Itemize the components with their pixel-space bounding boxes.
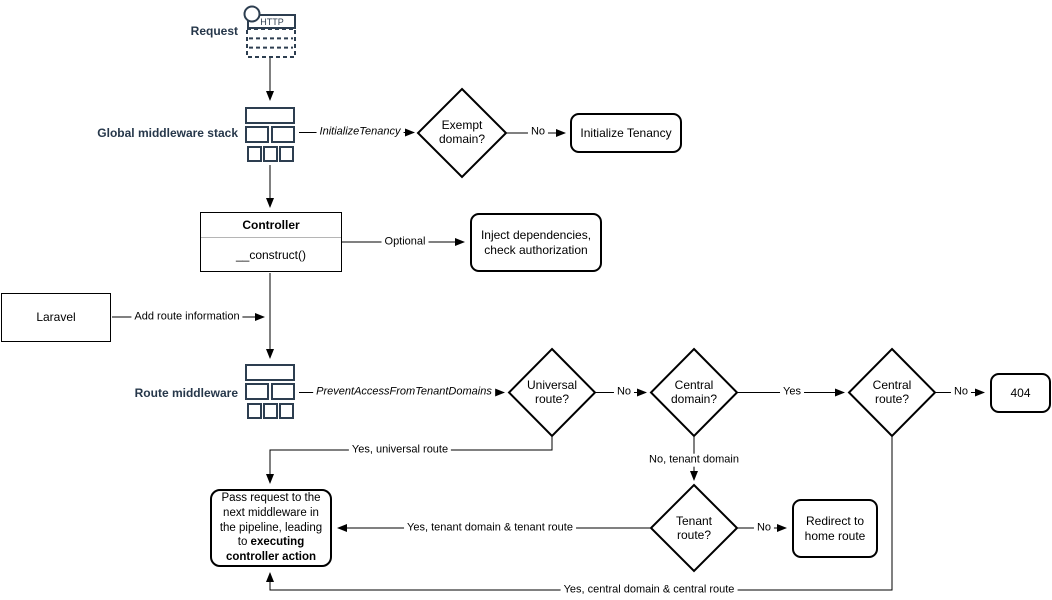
edge-label-optional: Optional bbox=[381, 235, 429, 249]
redirect-home-node: Redirect to home route bbox=[792, 499, 878, 558]
controller-method: __construct() bbox=[235, 247, 307, 262]
global-middleware-label: Global middleware stack bbox=[97, 126, 238, 140]
edge-label-add-route-information: Add route information bbox=[131, 310, 243, 324]
edge-label-yes-tenant: Yes, tenant domain & tenant route bbox=[404, 521, 576, 535]
route-middleware-stack-icon bbox=[245, 364, 295, 419]
edge-label-yes-central: Yes, central domain & central route bbox=[560, 583, 738, 597]
http-label: HTTP bbox=[260, 17, 284, 27]
404-node: 404 bbox=[990, 373, 1051, 413]
universal-route-text: Universal route? bbox=[526, 378, 577, 407]
edge-label-no-tenant-domain: No, tenant domain bbox=[646, 453, 742, 467]
edge-label-no-exempt: No bbox=[527, 125, 549, 139]
laravel-node: Laravel bbox=[1, 293, 111, 342]
inject-dependencies-node: Inject dependencies, check authorization bbox=[470, 213, 602, 272]
route-middleware-label: Route middleware bbox=[134, 386, 238, 400]
pass-request-node: Pass request to the next middleware in t… bbox=[210, 489, 332, 567]
exempt-domain-text: Exempt domain? bbox=[438, 118, 486, 147]
edge-label-no-central-route: No bbox=[950, 385, 972, 399]
initialize-tenancy-node: Initialize Tenancy bbox=[570, 113, 682, 153]
central-route-diamond bbox=[847, 347, 937, 438]
central-domain-diamond bbox=[649, 347, 739, 438]
edge-label-prevent-access: PreventAccessFromTenantDomains bbox=[313, 385, 495, 399]
pass-request-text: Pass request to the next middleware in t… bbox=[219, 491, 323, 564]
edge-label-initialize-tenancy: InitializeTenancy bbox=[316, 125, 404, 139]
request-label: Request bbox=[190, 24, 238, 38]
edge-label-no-universal: No bbox=[613, 385, 635, 399]
edge-label-yes-central-domain: Yes bbox=[780, 385, 804, 399]
edge-label-yes-universal-route: Yes, universal route bbox=[348, 443, 452, 457]
central-route-text: Central route? bbox=[872, 378, 912, 407]
exempt-domain-diamond bbox=[416, 87, 508, 179]
http-request-icon: HTTP bbox=[243, 5, 296, 58]
tenant-route-text: Tenant route? bbox=[675, 514, 713, 543]
central-domain-text: Central domain? bbox=[670, 378, 718, 407]
universal-route-diamond bbox=[507, 347, 597, 438]
edge-label-no-tenant-route: No bbox=[753, 521, 775, 535]
global-middleware-stack-icon bbox=[245, 107, 295, 162]
controller-node: Controller __construct() bbox=[200, 212, 342, 272]
controller-title: Controller bbox=[201, 213, 341, 238]
tenant-route-diamond bbox=[649, 483, 739, 573]
